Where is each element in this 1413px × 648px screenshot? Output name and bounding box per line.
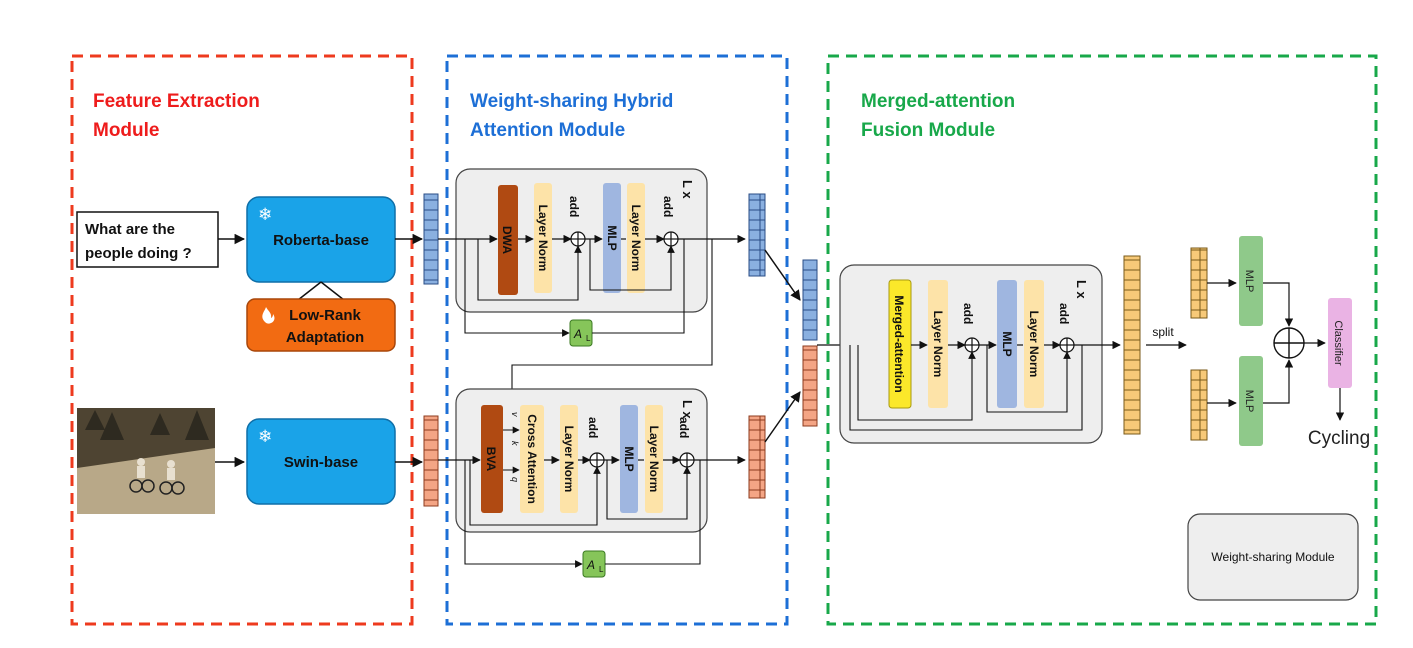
merged-fusion-title-2: Fusion Module bbox=[861, 120, 995, 141]
output-label: Cycling bbox=[1308, 428, 1370, 449]
lora-label-1: Low-Rank bbox=[289, 307, 361, 324]
fusion-add1-label: add bbox=[961, 303, 975, 324]
bva-block bbox=[481, 405, 503, 513]
feature-extraction-frame bbox=[70, 54, 414, 626]
image-adapter-label: A bbox=[586, 558, 595, 572]
dwa-block bbox=[498, 185, 518, 295]
fusion-block-panel bbox=[839, 264, 1103, 444]
cross-attention-block bbox=[520, 405, 544, 513]
text-adapter-label: A bbox=[573, 327, 582, 341]
image-norm2-block bbox=[645, 405, 663, 513]
text-adapter-sub: L bbox=[586, 334, 591, 343]
cyclists-photo-icon bbox=[77, 408, 215, 514]
flame-icon bbox=[262, 307, 275, 324]
question-line-1: What are the bbox=[85, 221, 175, 238]
text-norm2-label: Layer Norm bbox=[629, 205, 643, 272]
dwa-label: DWA bbox=[500, 226, 514, 254]
q-label: q bbox=[510, 477, 520, 482]
weight-sharing-legend-label: Weight-sharing Module bbox=[1211, 550, 1335, 564]
image-output-tokens bbox=[748, 415, 766, 499]
k-label: k bbox=[510, 441, 520, 446]
text-token-column bbox=[423, 193, 439, 285]
snowflake-icon: ❄ bbox=[258, 427, 272, 446]
fusion-norm1-block bbox=[928, 280, 948, 408]
roberta-label: Roberta-base bbox=[273, 232, 369, 249]
split-label: split bbox=[1152, 325, 1174, 339]
fusion-mlp-block bbox=[997, 280, 1017, 408]
image-mlp-block bbox=[620, 405, 638, 513]
fusion-mlp-label: MLP bbox=[1000, 331, 1014, 356]
image-mlp-label: MLP bbox=[622, 446, 636, 471]
image-adapter-sub: L bbox=[599, 565, 604, 574]
text-add1-label: add bbox=[567, 196, 581, 217]
text-add2-label: add bbox=[661, 196, 675, 217]
image-norm1-block bbox=[560, 405, 578, 513]
classifier-block bbox=[1328, 298, 1352, 388]
fusion-block-repeat: L x bbox=[1074, 280, 1089, 299]
classifier-label: Classifier bbox=[1332, 320, 1344, 366]
hybrid-attention-frame bbox=[445, 54, 789, 626]
head-mlp-top bbox=[1239, 236, 1263, 326]
text-norm2-block bbox=[627, 183, 645, 293]
image-norm2-label: Layer Norm bbox=[647, 426, 661, 493]
fusion-norm2-block bbox=[1024, 280, 1044, 408]
text-norm1-label: Layer Norm bbox=[536, 205, 550, 272]
image-token-column bbox=[423, 415, 439, 507]
image-block-repeat: L x bbox=[680, 400, 695, 419]
question-box bbox=[76, 211, 219, 268]
text-output-tokens bbox=[748, 193, 766, 277]
merged-attention-label: Merged-attention bbox=[892, 295, 906, 392]
cross-attention-label: Cross Attention bbox=[525, 414, 539, 504]
hybrid-attention-title-1: Weight-sharing Hybrid bbox=[470, 91, 673, 112]
concat-text-tokens bbox=[802, 259, 818, 341]
merged-fusion-frame bbox=[826, 54, 1378, 626]
concat-image-tokens bbox=[802, 345, 818, 427]
text-mlp-block bbox=[603, 183, 621, 293]
split-tokens-bottom bbox=[1190, 369, 1208, 441]
lora-link-right bbox=[320, 281, 345, 301]
merged-fusion-title-1: Merged-attention bbox=[861, 91, 1015, 112]
text-block-repeat: L x bbox=[680, 180, 695, 199]
image-add2-label: add bbox=[677, 417, 691, 438]
lora-box bbox=[246, 298, 396, 352]
v-label: v bbox=[510, 412, 520, 417]
feature-extraction-title-1: Feature Extraction bbox=[93, 91, 260, 112]
lora-link-left bbox=[297, 281, 322, 301]
text-mlp-label: MLP bbox=[605, 225, 619, 250]
text-norm1-block bbox=[534, 183, 552, 293]
head-mlp-bottom bbox=[1239, 356, 1263, 446]
question-line-2: people doing ? bbox=[85, 245, 192, 262]
hybrid-attention-title-2: Attention Module bbox=[470, 120, 625, 141]
bva-label: BVA bbox=[484, 447, 498, 472]
merged-attention-block bbox=[888, 279, 912, 409]
fusion-norm1-label: Layer Norm bbox=[931, 311, 945, 378]
fused-tokens bbox=[1123, 255, 1141, 435]
image-norm1-label: Layer Norm bbox=[562, 426, 576, 493]
fusion-add2-label: add bbox=[1057, 303, 1071, 324]
image-add1-label: add bbox=[586, 417, 600, 438]
split-tokens-top bbox=[1190, 247, 1208, 319]
head-mlp-bottom-label: MLP bbox=[1243, 390, 1255, 413]
head-mlp-top-label: MLP bbox=[1243, 270, 1255, 293]
weight-sharing-legend bbox=[1187, 513, 1359, 601]
swin-label: Swin-base bbox=[284, 454, 358, 471]
feature-extraction-title-2: Module bbox=[93, 120, 160, 141]
snowflake-icon: ❄ bbox=[258, 205, 272, 224]
lora-label-2: Adaptation bbox=[286, 329, 364, 346]
fusion-norm2-label: Layer Norm bbox=[1027, 311, 1041, 378]
